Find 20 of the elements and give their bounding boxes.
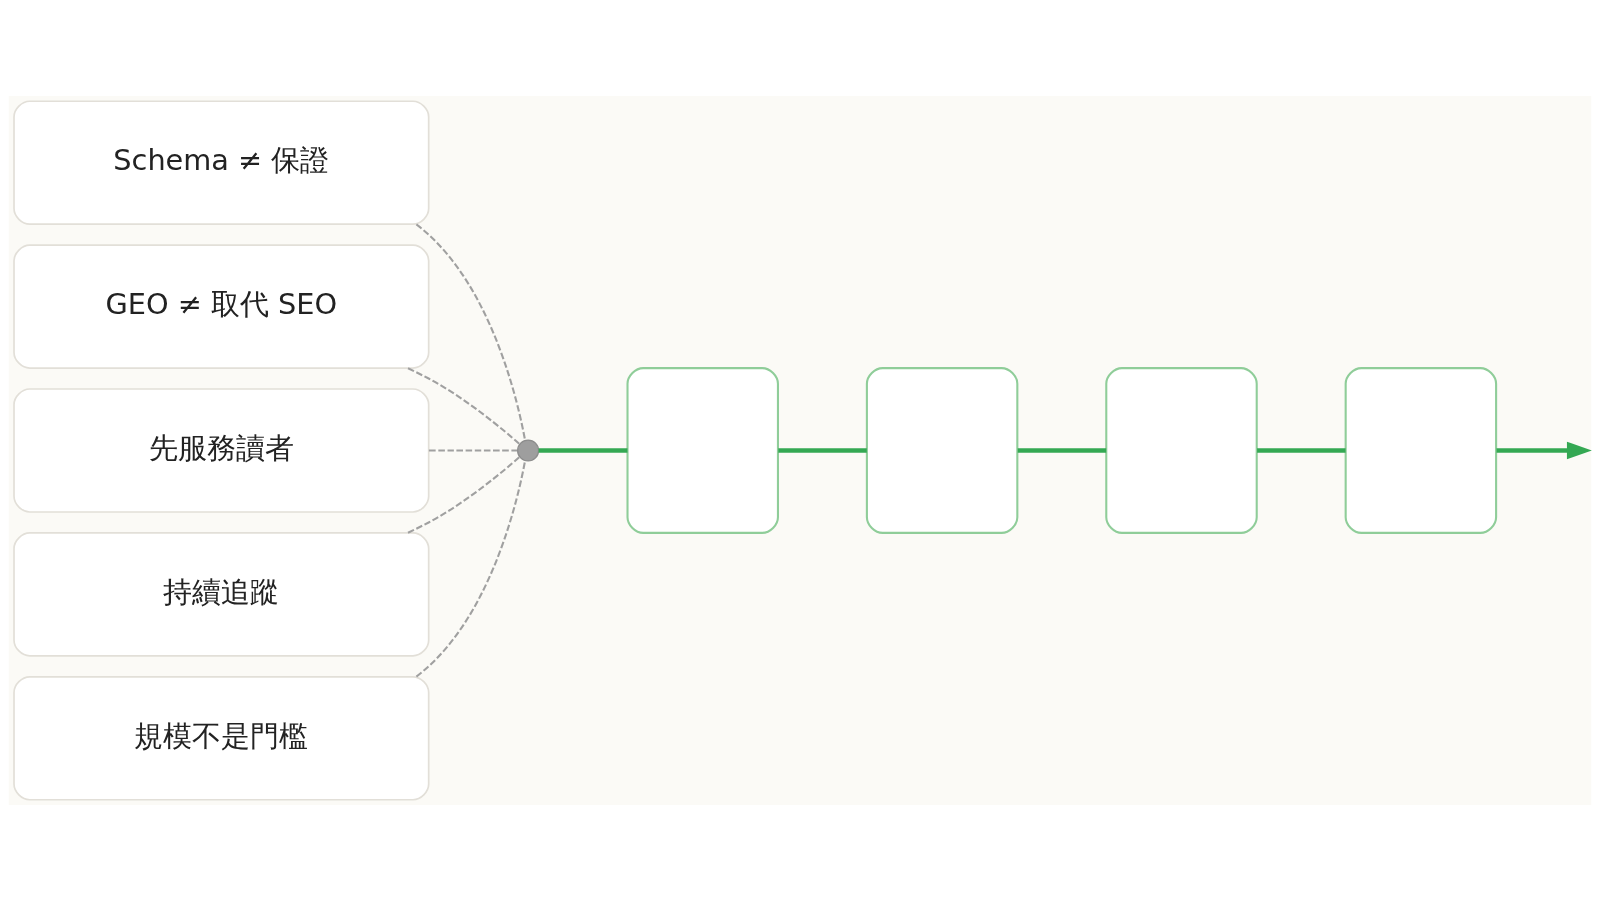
node-circle bbox=[516, 438, 540, 462]
node-box: Schema ≠ 保證 bbox=[13, 99, 430, 225]
connector bbox=[407, 366, 521, 445]
connector bbox=[407, 455, 521, 534]
connector bbox=[1017, 447, 1107, 453]
connector bbox=[428, 448, 518, 452]
connector bbox=[1257, 447, 1346, 453]
node-box bbox=[626, 366, 779, 534]
connector bbox=[778, 447, 867, 453]
node-box: GEO ≠ 取代 SEO bbox=[13, 243, 430, 369]
node-box bbox=[1105, 366, 1258, 534]
node-box bbox=[1344, 366, 1498, 534]
arrow bbox=[1496, 441, 1592, 459]
node-box: 規模不是門檻 bbox=[13, 675, 430, 801]
connector bbox=[415, 223, 527, 440]
node-box bbox=[865, 366, 1019, 534]
node-box: 持續追蹤 bbox=[13, 531, 430, 657]
connector bbox=[415, 460, 527, 677]
connector bbox=[538, 447, 628, 453]
node-box: 先服務讀者 bbox=[13, 387, 430, 513]
